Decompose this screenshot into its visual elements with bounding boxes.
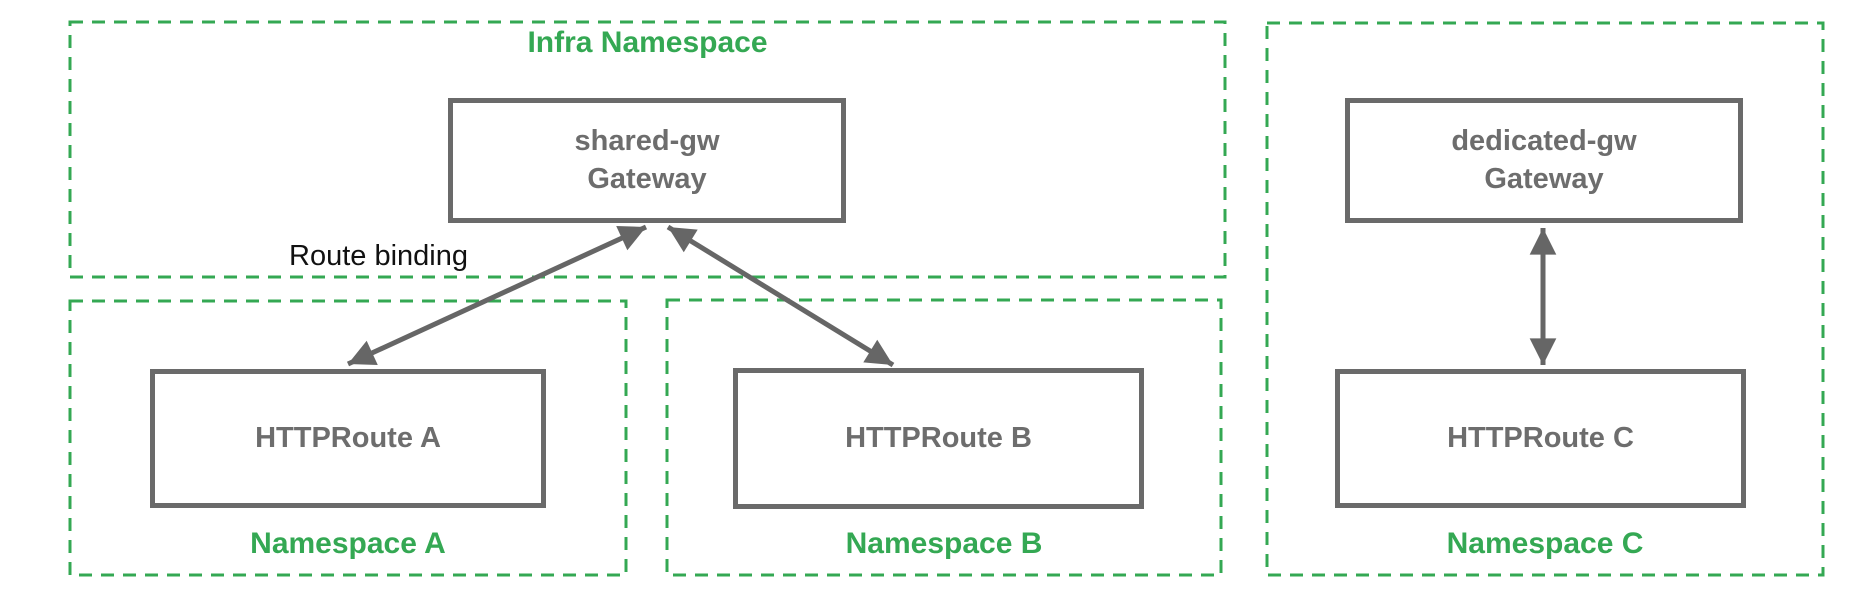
- httproute-c-label: HTTPRoute C: [1447, 421, 1634, 454]
- namespace-a-title: Namespace A: [250, 527, 446, 560]
- shared-gw-gateway-kind: Gateway: [587, 162, 707, 195]
- route-binding-arrow-a: [346, 224, 648, 367]
- httproute-c-box: HTTPRoute C: [1335, 369, 1746, 508]
- httproute-a-label: HTTPRoute A: [255, 421, 441, 454]
- httproute-a-box: HTTPRoute A: [150, 369, 546, 508]
- dedicated-gw-gateway-kind: Gateway: [1484, 162, 1604, 195]
- namespace-b-title: Namespace B: [845, 527, 1043, 560]
- dedicated-gw-gateway-box: dedicated-gw Gateway: [1345, 98, 1743, 223]
- infra-namespace-title: Infra Namespace: [527, 26, 768, 59]
- namespace-c-title: Namespace C: [1446, 527, 1644, 560]
- namespace-b-boundary: [665, 298, 1223, 577]
- namespace-a-boundary: [68, 299, 628, 577]
- namespace-c-boundary: [1265, 21, 1825, 577]
- route-binding-label: Route binding: [289, 240, 468, 272]
- httproute-b-box: HTTPRoute B: [733, 368, 1144, 509]
- infra-namespace-boundary: [68, 20, 1227, 279]
- route-binding-arrow-b: [666, 224, 895, 368]
- shared-gw-gateway-box: shared-gw Gateway: [448, 98, 846, 223]
- shared-gw-gateway-name: shared-gw: [574, 125, 720, 158]
- httproute-b-label: HTTPRoute B: [845, 421, 1032, 454]
- dedicated-gw-gateway-name: dedicated-gw: [1451, 125, 1637, 158]
